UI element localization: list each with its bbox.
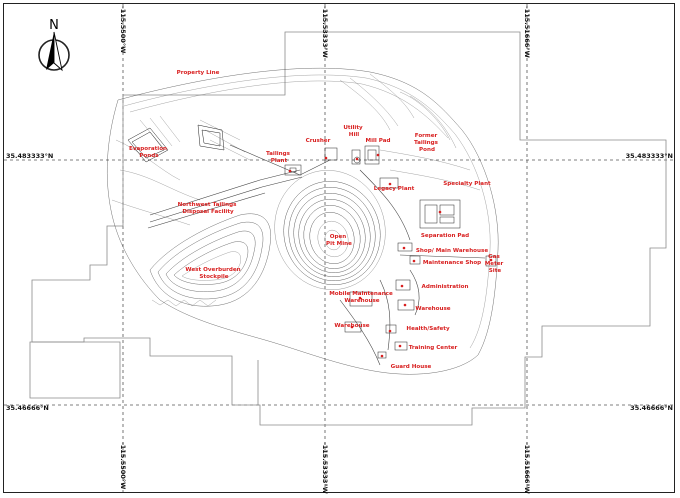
label-training-center: Training Center (409, 345, 458, 351)
label-gas-meter-site: Gas Meter Site (485, 254, 506, 274)
lat-label-right-lower: 35.46666°N (630, 404, 673, 412)
lat-label-right-upper: 35.483333°N (626, 152, 673, 160)
label-specialty-plant: Specialty Plant (443, 181, 491, 187)
label-warehouse: Warehouse (415, 306, 450, 312)
label-separation-pad: Separation Pad (421, 233, 469, 239)
lon-label-top-left: -115.5500°W (119, 6, 127, 53)
mine-site-features (107, 67, 499, 375)
label-property-line: Property Line (177, 70, 220, 76)
north-arrow: N (38, 18, 70, 72)
label-legacy-plant: Legacy Plant (374, 186, 415, 192)
lon-label-top-right: -115.51666°W (523, 6, 531, 58)
feature-labels: Property Line Evaporation Ponds Crusher … (129, 70, 506, 370)
label-tailings-plant: Tailings Plant (266, 151, 292, 164)
label-open-pit-mine: Open Pit Mine (326, 234, 352, 247)
label-mobile-maintenance: Mobile Maintenance Warehouse (329, 291, 395, 304)
label-maintenance-shop: Maintenance Shop (423, 260, 481, 266)
label-shop-main-warehouse: Shop/ Main Warehouse (416, 248, 488, 254)
label-west-overburden: West Overburden Stockpile (185, 267, 242, 280)
north-letter: N (49, 18, 59, 33)
site-markers (288, 153, 493, 358)
map-frame (3, 3, 675, 493)
label-northwest-tailings: Northwest Tailings Disposal Facility (178, 202, 239, 215)
lon-label-bottom-left: -115.5500°W (119, 442, 127, 489)
label-administration: Administration (422, 284, 469, 290)
graticule (4, 4, 675, 492)
lon-label-bottom-right: -115.51666°W (523, 442, 531, 494)
property-line-boundary (31, 31, 667, 426)
label-utility-hill: Utility Hill (343, 125, 364, 138)
label-evaporation-ponds: Evaporation Ponds (129, 146, 169, 159)
lon-label-bottom-mid: -115.53333°W (321, 442, 329, 494)
lat-label-left-lower: 35.46666°N (6, 404, 49, 412)
coordinate-labels: -115.5500°W -115.53333°W -115.51666°W -1… (6, 6, 673, 494)
lon-label-top-mid: -115.53333°W (321, 6, 329, 58)
lat-label-left-upper: 35.483333°N (6, 152, 53, 160)
label-warehouse-2: Warehouse (334, 323, 369, 329)
label-health-safety: Health/Safety (406, 326, 450, 332)
label-guard-house: Guard House (391, 364, 432, 370)
label-former-tailings-pond: Former Tailings Pond (414, 133, 440, 153)
label-mill-pad: Mill Pad (366, 138, 391, 144)
property-line-inset (29, 341, 121, 399)
label-crusher: Crusher (306, 138, 331, 144)
